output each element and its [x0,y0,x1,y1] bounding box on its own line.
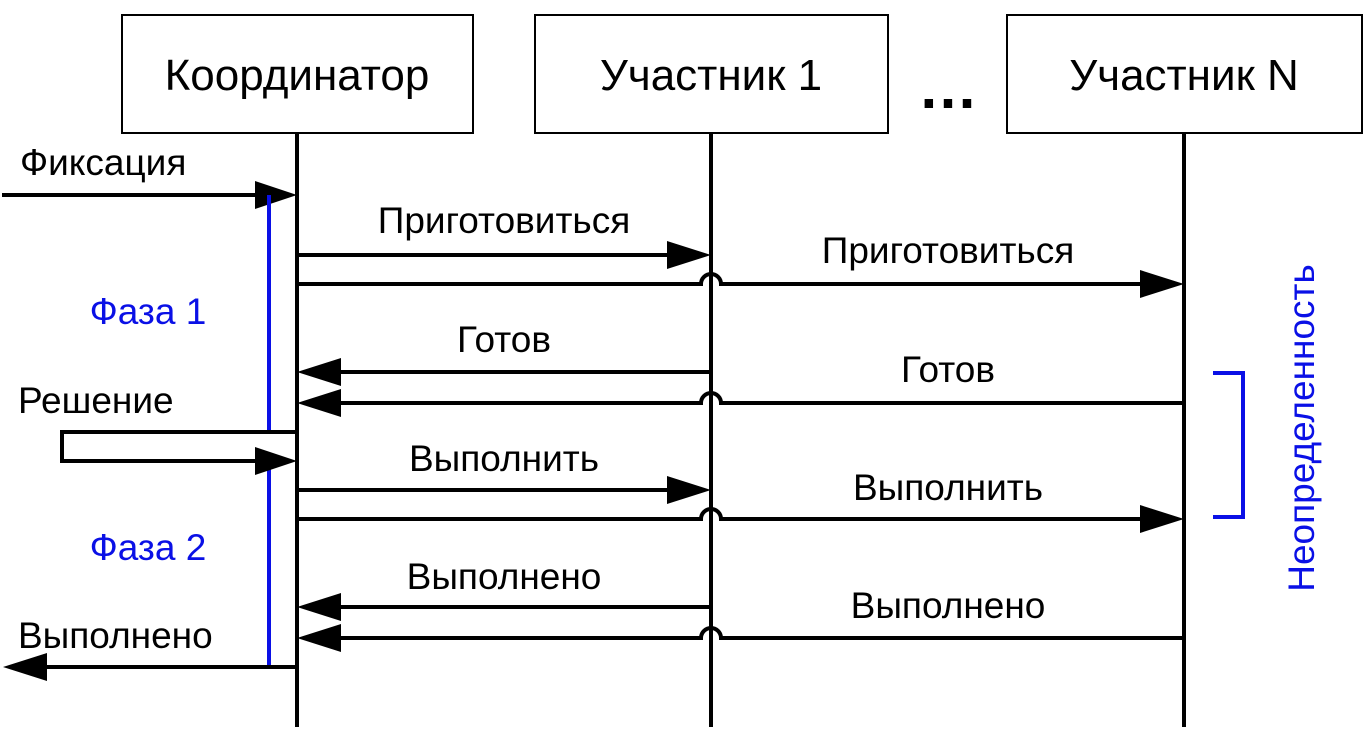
done-arrow [3,653,297,681]
decision-arrow [60,430,297,475]
actors-ellipsis: … [918,54,978,121]
executed-pn-arrow [297,624,1184,652]
uncertainty-bracket [1213,371,1245,519]
actor-participant-1: Участник 1 [534,14,889,134]
commit-request-label: Фиксация [20,142,186,183]
uncertainty-label: Неопределенность [1281,264,1322,592]
done-label: Выполнено [18,615,213,656]
execute-p1-arrow [297,476,711,504]
execute-p1-label: Выполнить [409,438,599,479]
executed-p1-arrow [297,593,711,621]
executed-p1-label: Выполнено [407,556,602,597]
execute-pn-arrow [297,505,1184,533]
actor-coordinator-label: Координатор [165,51,430,100]
phase-2-label: Фаза 2 [90,527,207,568]
ready-pn-label: Готов [901,349,995,390]
commit-request-arrow [2,181,297,209]
prepare-pn-arrow [297,270,1184,298]
actor-participant-n: Участник N [1006,14,1363,134]
prepare-p1-label: Приготовиться [378,200,630,241]
execute-pn-label: Выполнить [853,467,1043,508]
ready-p1-label: Готов [457,319,551,360]
prepare-p1-arrow [297,241,711,269]
executed-pn-label: Выполнено [851,585,1046,626]
prepare-pn-label: Приготовиться [822,230,1074,271]
phase-1-label: Фаза 1 [90,291,207,332]
actor-participant-n-label: Участник N [1069,51,1299,100]
actor-participant-1-label: Участник 1 [600,51,822,100]
ready-p1-arrow [297,358,711,386]
decision-label: Решение [18,380,174,421]
ready-pn-arrow [297,389,1184,417]
actor-coordinator: Координатор [121,14,474,134]
